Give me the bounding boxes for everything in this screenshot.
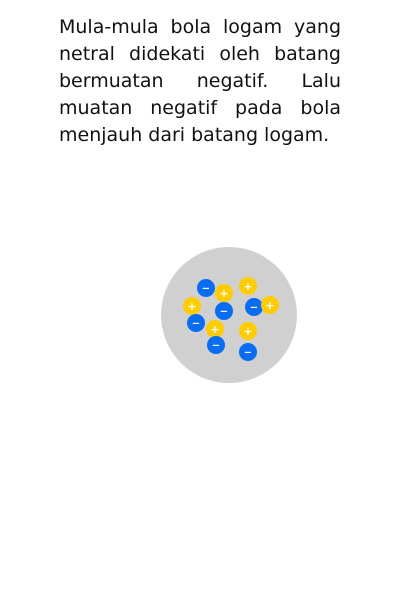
charge-sign: + — [243, 325, 252, 338]
charge-circle — [197, 279, 215, 297]
metal-sphere: −+++−−+−++−− — [160, 247, 298, 383]
charge-sign: − — [192, 319, 200, 330]
charge-circle — [183, 297, 201, 315]
negative-charge: − — [239, 343, 257, 361]
negative-charge: − — [245, 298, 263, 316]
charge-circle — [187, 314, 205, 332]
charge-sign: + — [187, 300, 196, 313]
charge-circle — [207, 336, 225, 354]
charge-sign: − — [244, 348, 252, 359]
positive-charge: + — [206, 320, 224, 338]
positive-charge: + — [239, 277, 257, 295]
charge-circle — [239, 322, 257, 340]
charge-sign: − — [212, 341, 220, 352]
charge-sign: + — [210, 323, 219, 336]
charge-circle — [215, 284, 233, 302]
negative-charge: − — [207, 336, 225, 354]
positive-charge: + — [183, 297, 201, 315]
charge-sign: + — [243, 280, 252, 293]
negative-charge: − — [215, 302, 233, 320]
charges-layer: −+++−−+−++−− — [183, 277, 279, 361]
charge-circle — [206, 320, 224, 338]
charge-circle — [215, 302, 233, 320]
positive-charge: + — [215, 284, 233, 302]
sphere-diagram: −+++−−+−++−− — [161, 247, 297, 383]
charge-sign: − — [202, 284, 210, 295]
charge-sign: + — [219, 287, 228, 300]
positive-charge: + — [261, 296, 279, 314]
charge-sign: − — [220, 307, 228, 318]
charge-sign: + — [265, 299, 274, 312]
negative-charge: − — [187, 314, 205, 332]
caption-text: Mula-mula bola logam yang netral didekat… — [59, 16, 341, 146]
positive-charge: + — [239, 322, 257, 340]
charge-circle — [261, 296, 279, 314]
charge-sign: − — [250, 303, 258, 314]
charge-circle — [239, 343, 257, 361]
charge-circle — [245, 298, 263, 316]
negative-charge: − — [197, 279, 215, 297]
charge-circle — [239, 277, 257, 295]
